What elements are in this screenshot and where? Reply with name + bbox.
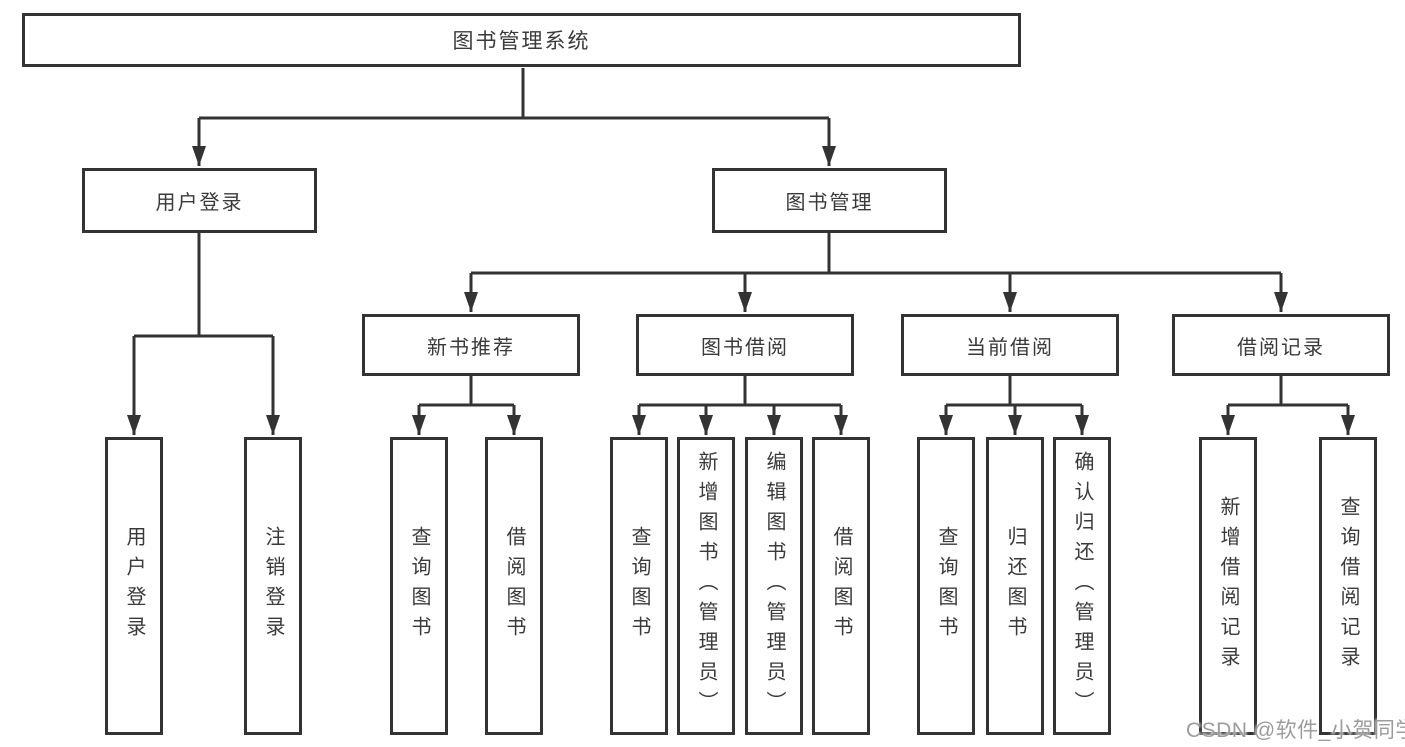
leaf-query-books-recommend: 查询图书: [390, 437, 448, 735]
node-book-management: 图书管理: [712, 168, 947, 233]
node-new-book-recommend: 新书推荐: [362, 314, 580, 376]
node-current-borrow: 当前借阅: [901, 314, 1119, 376]
leaf-query-books-borrow: 查询图书: [610, 437, 668, 735]
node-user-login: 用户登录: [82, 168, 317, 233]
leaf-query-borrow-record: 查询借阅记录: [1319, 437, 1377, 735]
csdn-watermark: CSDN @软件_小贺同学: [1186, 719, 1405, 742]
node-book-borrow: 图书借阅: [636, 314, 854, 376]
leaf-borrow-books-recommend: 借阅图书: [485, 437, 543, 735]
leaf-add-books-admin: 新增图书（管理员）: [677, 437, 735, 735]
leaf-add-borrow-record: 新增借阅记录: [1199, 437, 1257, 735]
leaf-return-books: 归还图书: [986, 437, 1044, 735]
node-library-management-system: 图书管理系统: [22, 13, 1021, 67]
leaf-logout: 注销登录: [244, 437, 302, 735]
leaf-borrow-books: 借阅图书: [812, 437, 870, 735]
leaf-edit-books-admin: 编辑图书（管理员）: [745, 437, 803, 735]
leaf-user-login: 用户登录: [105, 437, 163, 735]
leaf-confirm-return-admin: 确认归还（管理员）: [1053, 437, 1111, 735]
leaf-query-books-current: 查询图书: [917, 437, 975, 735]
node-borrow-records: 借阅记录: [1172, 314, 1390, 376]
